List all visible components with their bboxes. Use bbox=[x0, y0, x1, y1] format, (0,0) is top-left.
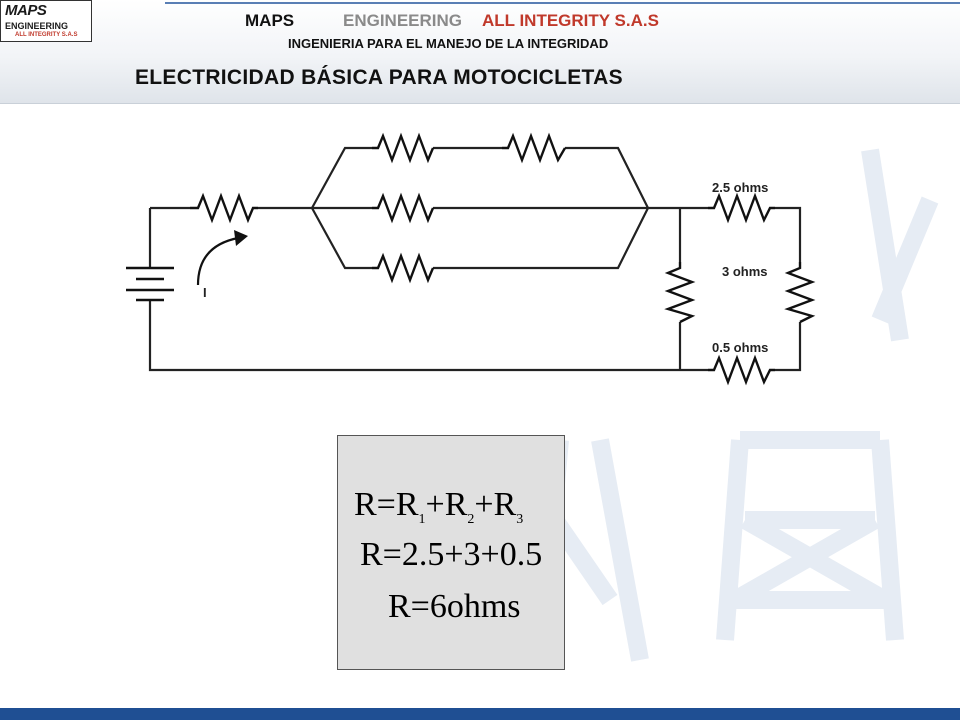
formula-subscript: 1 bbox=[418, 512, 426, 527]
label-2-5-ohms: 2.5 ohms bbox=[712, 180, 768, 195]
label-3-ohms: 3 ohms bbox=[722, 264, 768, 279]
formula-subscript: 2 bbox=[467, 512, 475, 527]
current-arrow bbox=[196, 230, 248, 286]
logo-sub2-text: ALL INTEGRITY S.A.S bbox=[15, 32, 78, 38]
formula-line-3: R=6ohms bbox=[388, 588, 521, 625]
logo-sub-text: ENGINEERING bbox=[5, 21, 69, 31]
resistor-parallel-top-1 bbox=[372, 132, 435, 164]
formula-box: R=R1+R2+R3 R=2.5+3+0.5 R=6ohms bbox=[337, 435, 565, 670]
battery-symbol bbox=[126, 266, 174, 302]
header-subtitle: INGENIERIA PARA EL MANEJO DE LA INTEGRID… bbox=[288, 36, 609, 51]
company-logo: MAPS ENGINEERING ALL INTEGRITY S.A.S bbox=[0, 0, 92, 42]
label-0-5-ohms: 0.5 ohms bbox=[712, 340, 768, 355]
resistor-0-5-ohms bbox=[708, 354, 775, 386]
resistor-3-ohms bbox=[784, 262, 816, 324]
formula-text: R=R bbox=[354, 486, 419, 523]
header-banner: MAPS ENGINEERING ALL INTEGRITY S.A.S MAP… bbox=[0, 0, 960, 104]
resistor-parallel-middle bbox=[372, 192, 435, 224]
current-label: I bbox=[203, 285, 207, 300]
company-name-integrity: ALL INTEGRITY S.A.S bbox=[482, 11, 659, 30]
resistor-vertical-left bbox=[664, 262, 696, 324]
formula-subscript: 3 bbox=[516, 512, 524, 527]
resistor-parallel-top-2 bbox=[502, 132, 567, 164]
footer-bar bbox=[0, 708, 960, 720]
formula-line-1: R=R1+R2+R3 bbox=[354, 486, 523, 528]
logo-main-text: MAPS bbox=[5, 2, 47, 19]
formula-text: +R bbox=[425, 486, 468, 523]
company-name-engineering: ENGINEERING bbox=[343, 11, 463, 30]
resistor-series-left bbox=[190, 192, 258, 224]
formula-line-2: R=2.5+3+0.5 bbox=[360, 536, 543, 573]
resistor-parallel-bottom bbox=[372, 252, 435, 284]
resistor-2-5-ohms bbox=[708, 192, 775, 224]
company-name-maps: MAPS bbox=[245, 11, 295, 30]
header-rule bbox=[165, 2, 960, 4]
formula-text: +R bbox=[474, 486, 517, 523]
circuit-wires bbox=[148, 146, 802, 372]
page-title: ELECTRICIDAD BÁSICA PARA MOTOCICLETAS bbox=[135, 66, 623, 89]
